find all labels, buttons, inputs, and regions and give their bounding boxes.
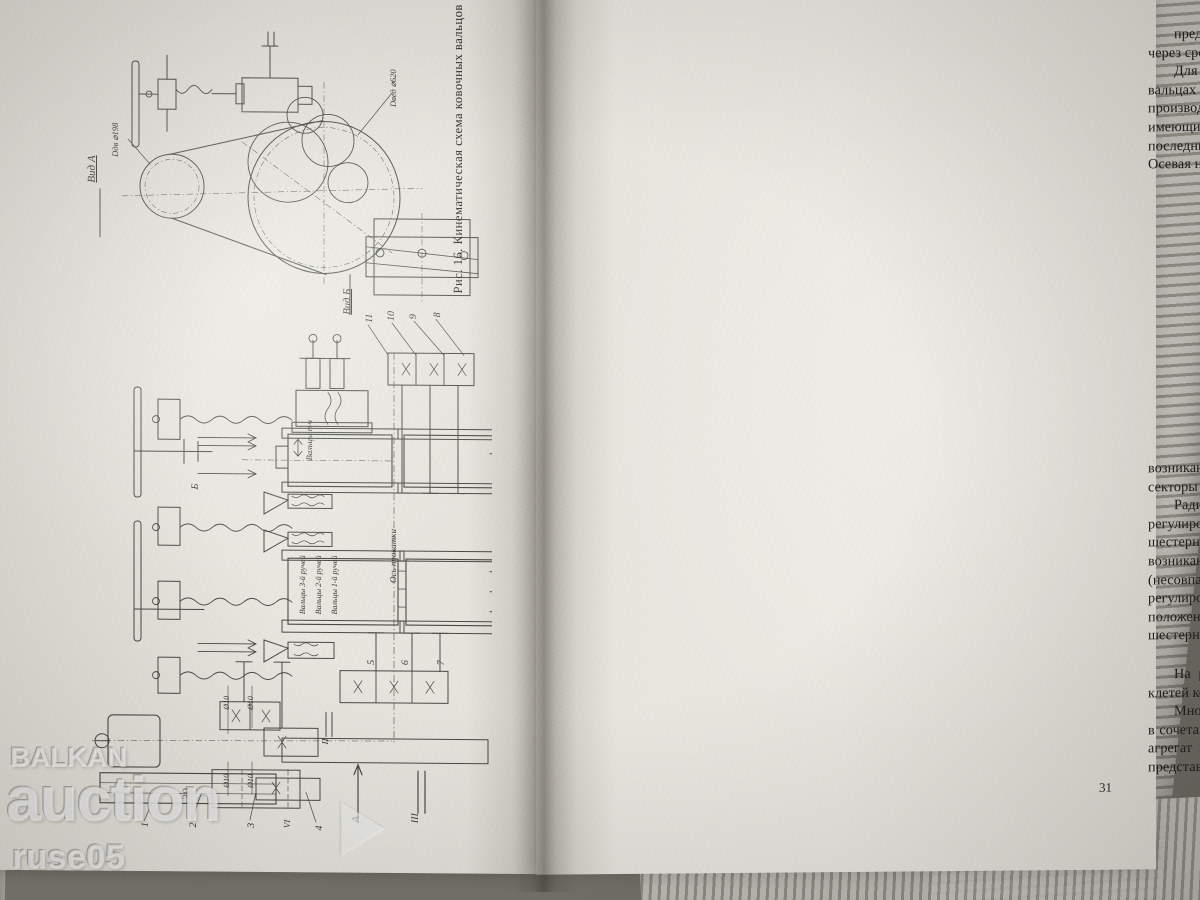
label-roll-groove-2: Вальцы 2-й ручей bbox=[314, 555, 323, 615]
section-mark-vi: VI bbox=[282, 819, 292, 829]
callout-5: 5 bbox=[366, 659, 377, 665]
gear-ratio-3: Ø10 bbox=[222, 773, 231, 788]
right-page-text-top: предохранения от перегрузок радиальные у… bbox=[1148, 21, 1200, 175]
paragraph: Многоклетевые автоматические с круговым … bbox=[1148, 699, 1200, 776]
callout-11: 11 bbox=[364, 313, 375, 323]
label-view-a: Вид А bbox=[86, 155, 98, 183]
arrow-mark-b: Б bbox=[190, 483, 201, 490]
callout-3: 3 bbox=[246, 822, 257, 828]
section-mark-ii: II bbox=[320, 738, 330, 745]
left-page: Вид А Dдв ⌀198 Dвед ⌀620 Вид Б Ось прока… bbox=[0, 0, 553, 875]
left-page-folio: 30 bbox=[179, 787, 194, 800]
paragraph: предохранения от перегрузок радиальные у… bbox=[1148, 22, 1200, 61]
callout-10: 10 bbox=[386, 310, 397, 322]
paragraph: Для компенсации износа инструмента, а та… bbox=[1148, 59, 1200, 173]
label-view-b: Вид Б bbox=[342, 288, 353, 315]
right-page-folio: 31 bbox=[1099, 779, 1112, 795]
callout-1: 1 bbox=[140, 822, 151, 828]
right-page-text-bottom: На рис. 17 показаны автоматические много… bbox=[1148, 661, 1200, 777]
right-page: предохранения от перегрузок радиальные у… bbox=[536, 0, 1200, 875]
figure-16-caption: Рис. 16. Кинематическая схема ковочных в… bbox=[451, 0, 465, 294]
callout-7: 7 bbox=[436, 660, 447, 666]
paragraph: возникающая при вальцовке заготовок свер… bbox=[1148, 456, 1200, 495]
section-mark-iii: III bbox=[410, 813, 421, 824]
gear-ratio-1: Ø10 bbox=[222, 695, 231, 710]
kinematic-diagram: Вид А Dдв ⌀198 Dвед ⌀620 Вид Б Ось прока… bbox=[86, 21, 553, 830]
gear-ratio-4: Ø10 bbox=[246, 774, 255, 788]
label-rolling-axis: Ось прокатки bbox=[388, 528, 398, 584]
label-dia-driven: Dвед ⌀620 bbox=[388, 69, 398, 108]
callout-9: 9 bbox=[408, 314, 419, 320]
paragraph: Радиальная регулировка верхних валков пр… bbox=[1148, 493, 1200, 644]
arrow-mark-a: А bbox=[350, 815, 362, 823]
callout-6: 6 bbox=[400, 660, 411, 666]
label-roll-top: Вальцы п-ч bbox=[304, 420, 314, 461]
label-roll-groove-3: Вальцы 3-й ручей bbox=[298, 555, 307, 615]
label-dia-driver: Dдв ⌀198 bbox=[110, 122, 120, 157]
callout-4: 4 bbox=[314, 825, 325, 831]
kinematic-diagram-svg bbox=[92, 21, 492, 824]
label-roll-groove-1: Вальцы 1-й ручей bbox=[330, 555, 339, 615]
right-page-text-mid: возникающая при вальцовке заготовок свер… bbox=[1148, 455, 1200, 646]
paragraph: На рис. 17 показаны автоматические много… bbox=[1148, 662, 1200, 701]
callout-2: 2 bbox=[188, 822, 199, 828]
gear-ratio-2: Ø10 bbox=[246, 696, 255, 710]
callout-8: 8 bbox=[432, 312, 443, 318]
